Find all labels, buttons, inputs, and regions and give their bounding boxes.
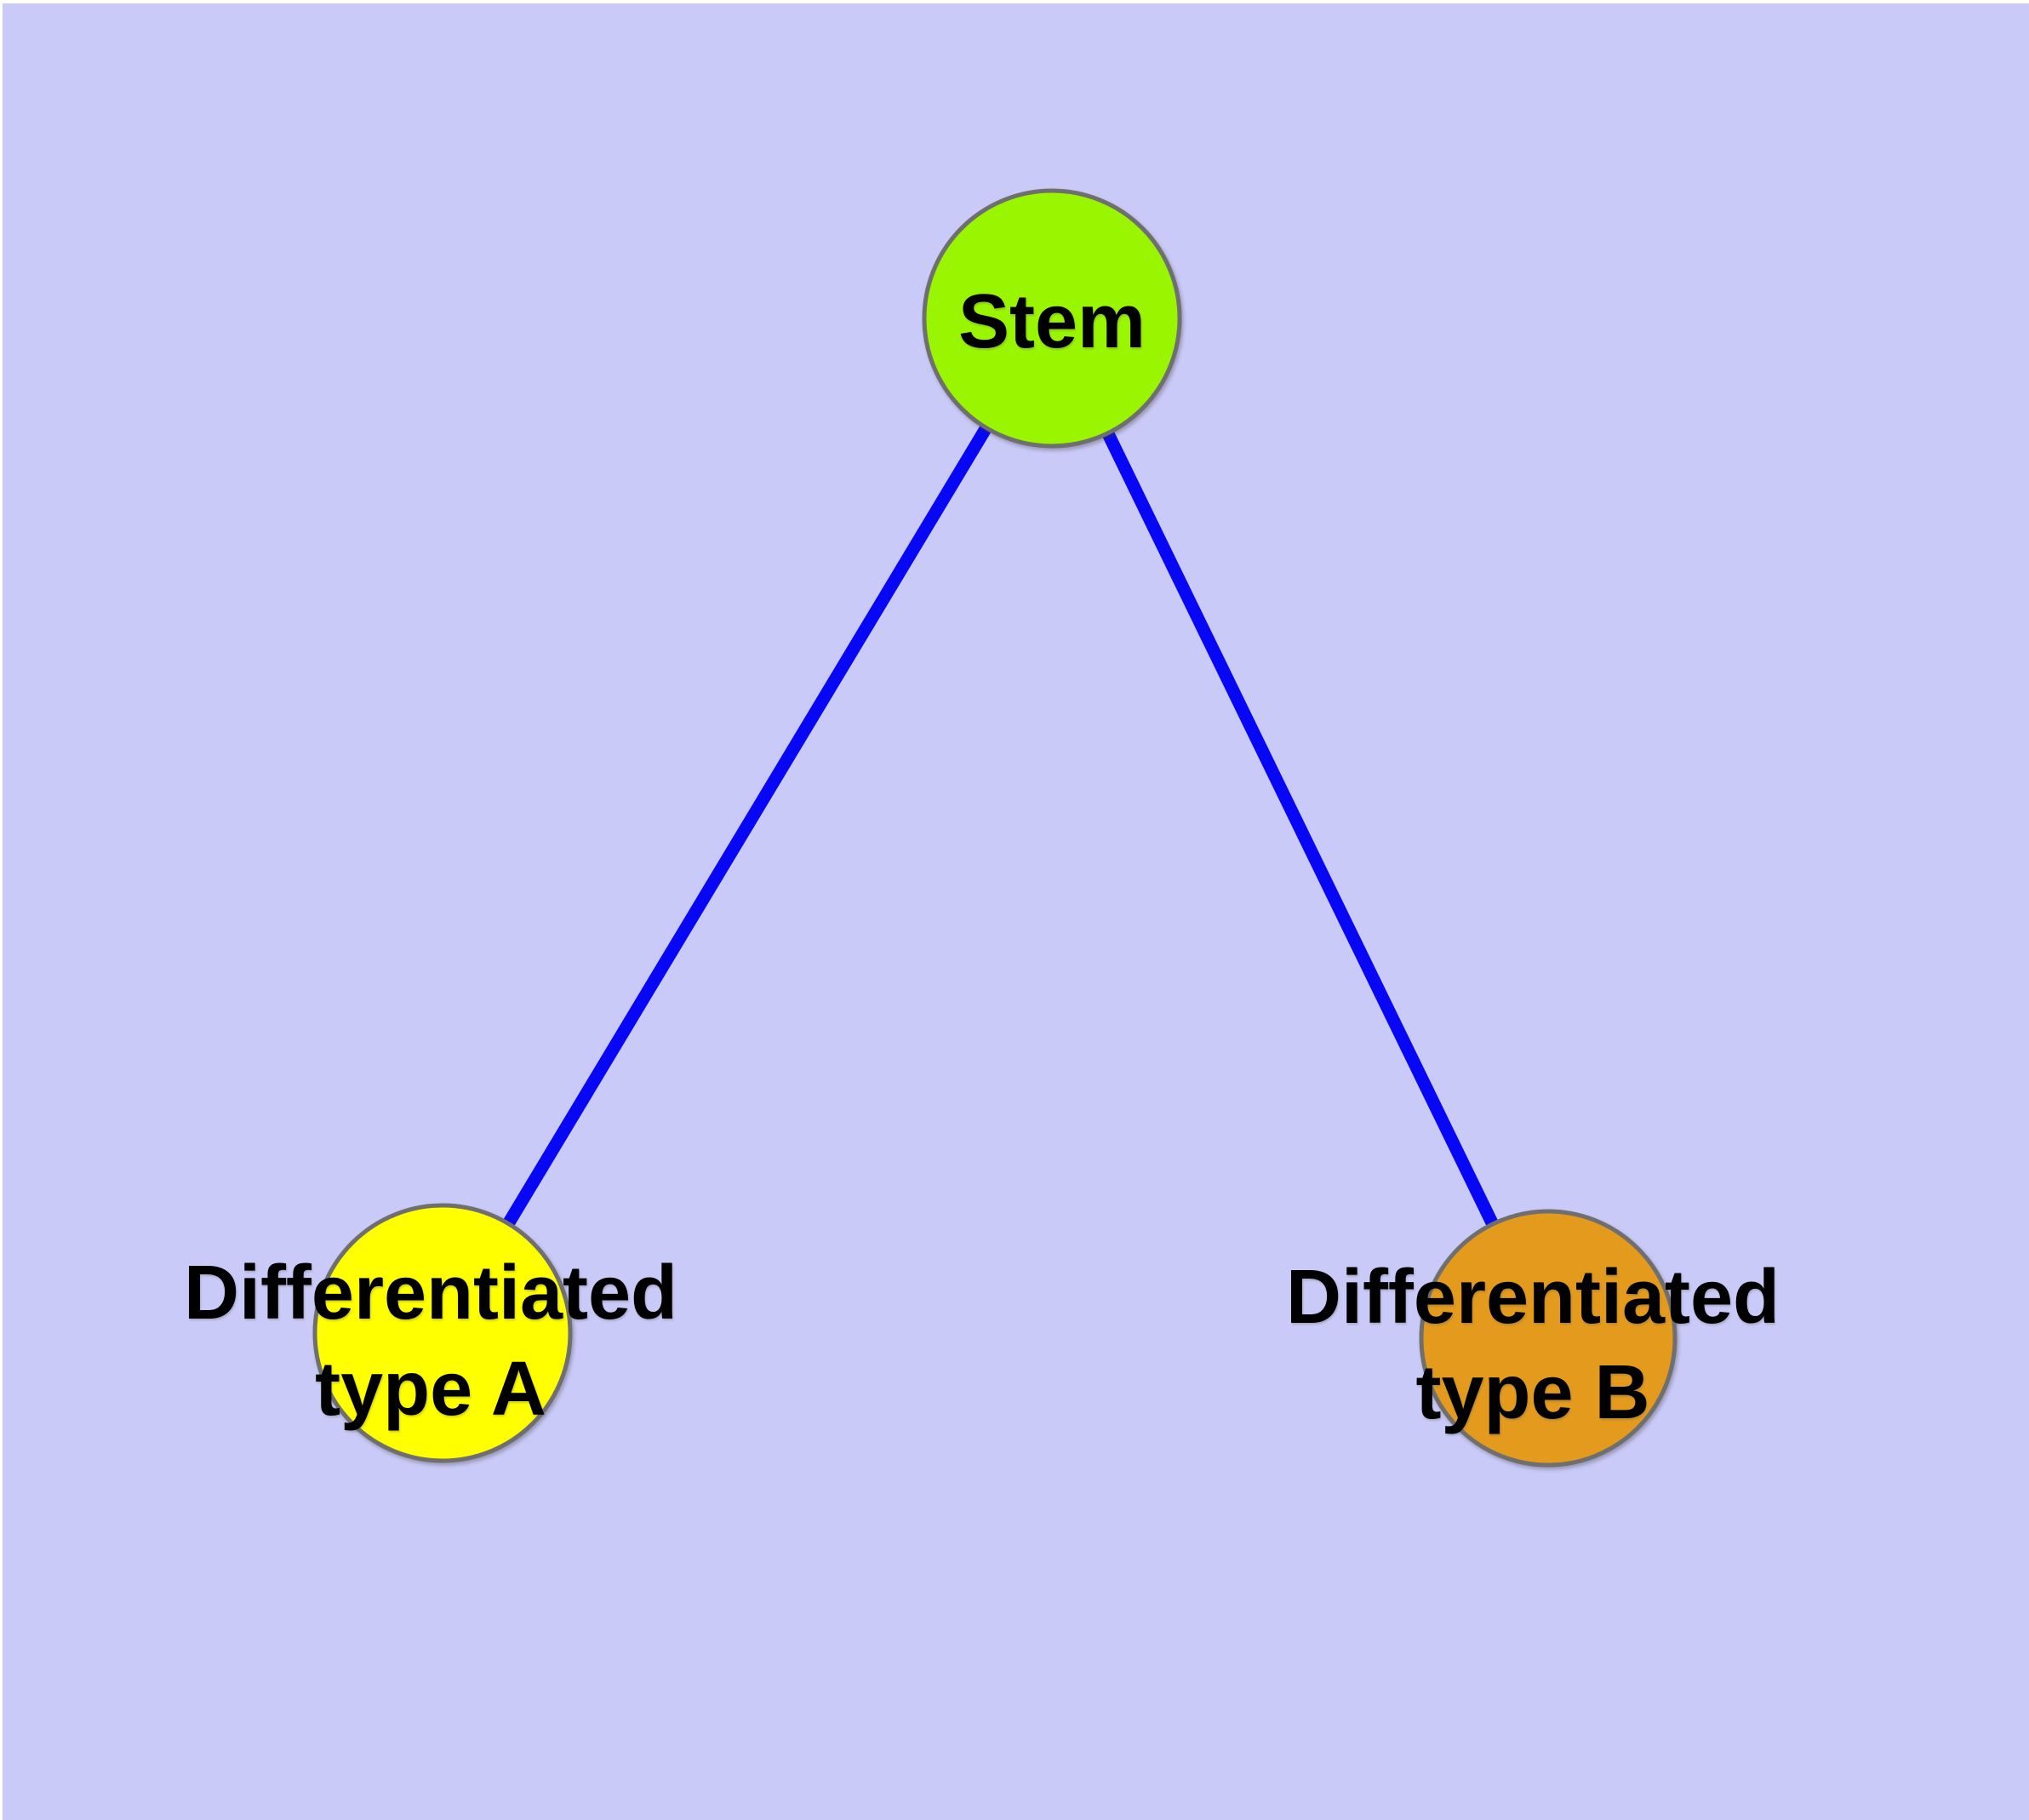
node-stem[interactable]: Stem	[922, 188, 1182, 449]
differentiated-type-a-label-line2: type A	[315, 1347, 546, 1432]
differentiated-type-a-node-circle[interactable]	[312, 1203, 573, 1463]
edge-stem-to-type-a[interactable]	[437, 315, 1058, 1336]
edge-layer	[437, 315, 1554, 1342]
stem-node-circle[interactable]	[922, 188, 1182, 449]
differentiated-type-b-label-line2: type B	[1415, 1350, 1649, 1435]
differentiated-type-b-label-line1: Differentiated	[1286, 1255, 1780, 1340]
node-differentiated-type-b[interactable]: Differentiated type B	[1286, 1209, 1780, 1468]
differentiated-type-b-node-circle[interactable]	[1419, 1209, 1677, 1468]
stem-node-label: Stem	[958, 279, 1146, 364]
edge-stem-to-type-b[interactable]	[1046, 315, 1554, 1342]
differentiated-type-a-label-line1: Differentiated	[184, 1251, 677, 1336]
node-differentiated-type-a[interactable]: Differentiated type A	[184, 1203, 677, 1463]
